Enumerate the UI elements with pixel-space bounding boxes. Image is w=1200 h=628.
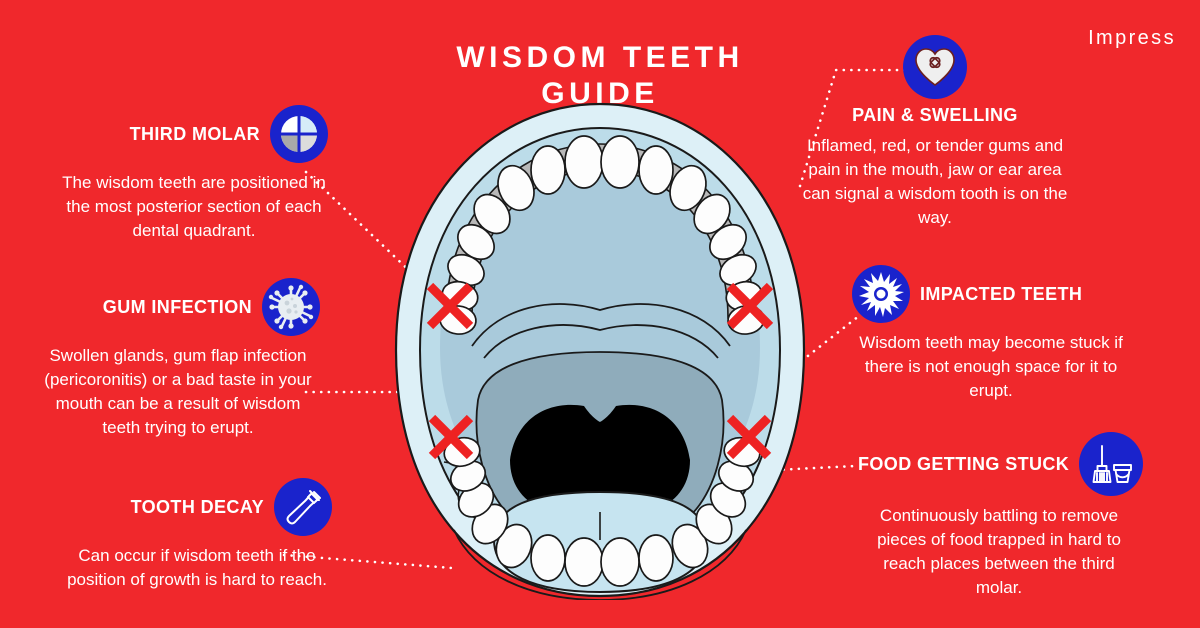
- dental-quadrant-icon: [270, 105, 328, 163]
- lower-lip-ridge: [453, 529, 747, 600]
- open-mouth-diagram: [388, 100, 812, 600]
- info-block-food-getting-stuck: FOOD GETTING STUCK Continuously battling…: [858, 432, 1144, 600]
- upper-left-wisdom-tooth-x: [426, 282, 474, 330]
- info-header-food-getting-stuck: FOOD GETTING STUCK: [858, 432, 1144, 496]
- info-block-pain-swelling: PAIN & SWELLING Inflamed, red, or tender…: [800, 35, 1070, 230]
- info-text-tooth-decay: Can occur if wisdom teeth if the positio…: [67, 546, 327, 589]
- impact-burst-icon: [852, 265, 910, 323]
- lower-left-wisdom-tooth-x: [428, 414, 474, 460]
- info-title-impacted-teeth: IMPACTED TEETH: [920, 283, 1083, 304]
- info-text-food-getting-stuck: Continuously battling to remove pieces o…: [877, 506, 1121, 597]
- info-text-gum-infection: Swollen glands, gum flap infection (peri…: [44, 346, 312, 437]
- info-header-tooth-decay: TOOTH DECAY: [62, 478, 332, 536]
- info-title-third-molar: THIRD MOLAR: [129, 123, 260, 144]
- info-title-tooth-decay: TOOTH DECAY: [130, 496, 264, 517]
- heart-bandage-icon: [903, 35, 967, 99]
- info-block-impacted-teeth: IMPACTED TEETH Wisdom teeth may become s…: [852, 265, 1130, 403]
- info-title-pain-swelling: PAIN & SWELLING: [852, 105, 1018, 125]
- info-block-gum-infection: GUM INFECTION: [36, 278, 320, 440]
- info-title-food-getting-stuck: FOOD GETTING STUCK: [858, 453, 1070, 474]
- broom-bucket-icon: [1079, 432, 1144, 496]
- upper-right-wisdom-tooth-x: [726, 282, 774, 330]
- inner-throat-dark: [510, 404, 690, 520]
- info-header-third-molar: THIRD MOLAR: [60, 105, 328, 163]
- info-header-pain-swelling: PAIN & SWELLING: [800, 35, 1070, 126]
- brand-logo: Impress: [1088, 27, 1176, 49]
- info-header-gum-infection: GUM INFECTION: [36, 278, 320, 336]
- info-block-tooth-decay: TOOTH DECAY Can occur if wisdom teeth if…: [62, 478, 332, 592]
- lower-teeth: [443, 436, 761, 587]
- info-header-impacted-teeth: IMPACTED TEETH: [852, 265, 1130, 323]
- info-title-gum-infection: GUM INFECTION: [102, 296, 252, 317]
- info-block-third-molar: THIRD MOLAR The wisdom teeth are positio…: [60, 105, 328, 243]
- soft-palate-arc: [483, 324, 719, 359]
- info-text-third-molar: The wisdom teeth are positioned in the m…: [62, 173, 326, 240]
- soft-palate-arc-outer: [471, 303, 731, 347]
- info-text-pain-swelling: Inflamed, red, or tender gums and pain i…: [802, 136, 1068, 227]
- germ-icon: [262, 278, 320, 336]
- toothbrush-icon: [274, 478, 332, 536]
- lower-right-wisdom-tooth-x: [726, 414, 772, 460]
- info-text-impacted-teeth: Wisdom teeth may become stuck if there i…: [859, 333, 1123, 400]
